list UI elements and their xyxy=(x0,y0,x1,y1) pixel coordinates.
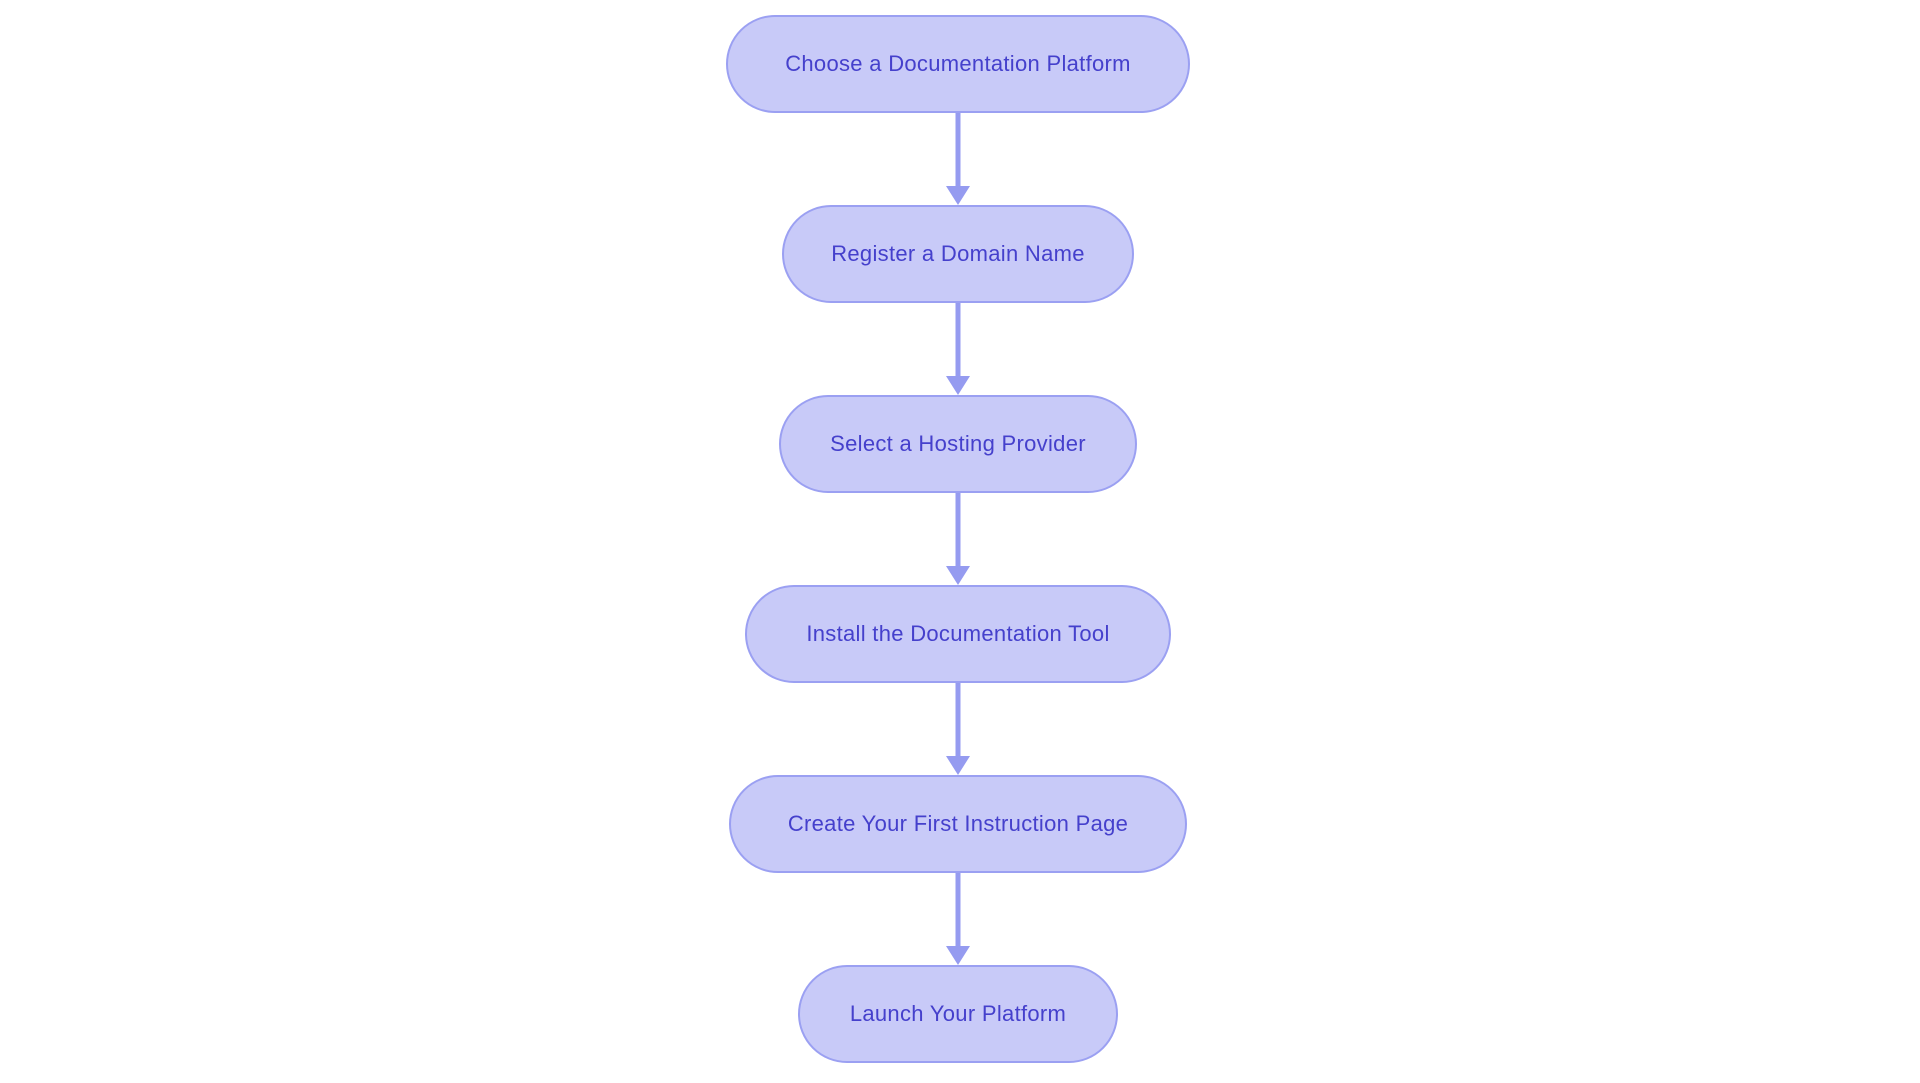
flow-node-label: Install the Documentation Tool xyxy=(806,621,1110,646)
flow-node-select-hosting: Select a Hosting Provider xyxy=(779,395,1137,493)
arrow-shaft xyxy=(955,683,961,761)
arrow-shaft xyxy=(955,493,961,571)
flow-arrow-3 xyxy=(946,493,970,585)
flow-node-label: Register a Domain Name xyxy=(831,241,1085,266)
flow-node-label: Launch Your Platform xyxy=(849,1001,1067,1026)
flow-arrow-5 xyxy=(946,873,970,965)
flow-node-install-tool: Install the Documentation Tool xyxy=(745,585,1171,683)
arrowhead-down-icon xyxy=(946,756,970,775)
flow-arrow-1 xyxy=(946,113,970,205)
flow-node-label: Select a Hosting Provider xyxy=(830,431,1086,456)
flow-node-launch-platform: Launch Your Platform xyxy=(798,965,1118,1063)
flow-node-label: Create Your First Instruction Page xyxy=(787,811,1129,836)
flow-node-label: Choose a Documentation Platform xyxy=(785,51,1131,76)
flow-node-create-page: Create Your First Instruction Page xyxy=(729,775,1187,873)
arrow-shaft xyxy=(955,113,961,191)
arrowhead-down-icon xyxy=(946,186,970,205)
flow-arrow-4 xyxy=(946,683,970,775)
arrowhead-down-icon xyxy=(946,946,970,965)
flow-node-register-domain: Register a Domain Name xyxy=(782,205,1134,303)
arrow-shaft xyxy=(955,303,961,381)
flow-arrow-2 xyxy=(946,303,970,395)
flow-node-choose-platform: Choose a Documentation Platform xyxy=(726,15,1190,113)
arrow-shaft xyxy=(955,873,961,951)
arrowhead-down-icon xyxy=(946,376,970,395)
arrowhead-down-icon xyxy=(946,566,970,585)
